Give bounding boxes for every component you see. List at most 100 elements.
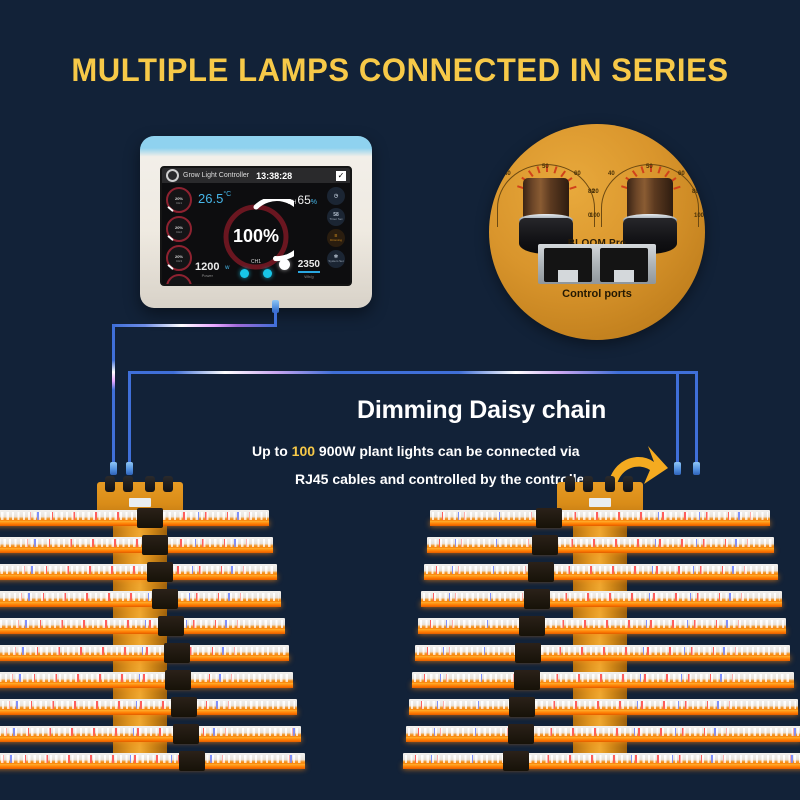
right-led-fixture <box>400 470 800 771</box>
led-bar <box>0 535 273 555</box>
knob-scale-number: 80 <box>588 189 595 195</box>
cable-segment <box>274 310 277 326</box>
control-ports-inset: 0 20 40 50 60 80 100 <box>489 124 705 340</box>
knob-scale-number: 20 <box>592 189 599 195</box>
knob-scale-number: 100 <box>590 213 601 219</box>
system-set-button[interactable]: ✻ System Set <box>327 250 345 268</box>
left-led-fixture <box>0 470 340 771</box>
system-set-label: System Set <box>328 259 344 264</box>
hub-connector <box>605 476 615 492</box>
left-knob[interactable]: 0 20 40 50 60 80 100 <box>489 162 600 258</box>
indicator-dot[interactable] <box>240 269 249 278</box>
gear-icon[interactable] <box>166 169 179 182</box>
timer-value: 58 <box>333 212 339 219</box>
cable-segment <box>676 374 679 468</box>
channel-dial[interactable]: 20%CH3 <box>166 245 192 271</box>
led-bar <box>409 697 798 717</box>
channel-dial[interactable]: 20%CH1 <box>166 187 192 213</box>
cable-segment <box>128 371 131 468</box>
dial-label: CH2 <box>175 229 182 234</box>
power-value: 1200 <box>195 261 220 273</box>
rj45-port[interactable] <box>544 248 592 282</box>
callout-line-2: RJ45 cables and controlled by the contro… <box>295 471 590 487</box>
led-bar <box>424 562 778 582</box>
channel-indicators[interactable] <box>240 269 272 278</box>
rj45-plug <box>110 462 117 475</box>
controller-screen[interactable]: Grow Light Controller 13:38:28 ✓ 20%CH1 … <box>160 166 352 286</box>
cable-segment <box>112 360 115 390</box>
rj45-port[interactable] <box>600 248 648 282</box>
led-bar <box>0 616 285 636</box>
port-plate <box>538 244 656 284</box>
knob-scale-number: 50 <box>542 164 549 170</box>
dial-value: 20% <box>174 282 183 286</box>
brand-label: BLOOM Pro <box>568 238 626 249</box>
hub-connector <box>565 476 575 492</box>
timer-label: Timer Set <box>329 217 343 222</box>
hub-connector <box>123 476 133 492</box>
hub-rj45-socket <box>129 498 151 507</box>
dial-value: 20% <box>174 195 183 201</box>
screen-header: Grow Light Controller 13:38:28 ✓ <box>162 168 350 184</box>
ring-percentage: 100% <box>232 226 280 247</box>
led-bar <box>0 670 293 690</box>
cable-segment <box>695 374 698 468</box>
energy-bar <box>297 271 320 273</box>
led-bar <box>0 643 289 663</box>
curved-arrow-icon <box>604 440 670 498</box>
knob-scale-number: 40 <box>504 171 511 177</box>
callout-line1-prefix: Up to <box>252 443 292 459</box>
cable-segment <box>128 371 698 374</box>
hub-rj45-socket <box>589 498 611 507</box>
knob-scale-number: 60 <box>678 171 685 177</box>
rj45-plug <box>272 300 279 313</box>
control-ports-label: Control ports <box>562 288 632 300</box>
channel-dial[interactable]: 20%CH4 <box>166 274 192 286</box>
led-bar <box>0 508 269 528</box>
knob-scale-number: 100 <box>694 213 705 219</box>
ring-handle[interactable] <box>279 258 290 270</box>
page-title: MULTIPLE LAMPS CONNECTED IN SERIES <box>71 52 729 88</box>
fixture-spine <box>113 516 167 766</box>
timer-set-button[interactable]: 58 Timer Set <box>327 208 345 226</box>
right-knob[interactable]: 0 20 40 50 60 80 100 <box>588 162 704 258</box>
channel-dial[interactable]: 20%CH2 <box>166 216 192 242</box>
led-bar <box>427 535 774 555</box>
power-readout: 1200 Power w <box>195 261 229 278</box>
knob-scale-number: 60 <box>574 171 581 177</box>
knob-scale-number: 50 <box>646 164 653 170</box>
rj45-plug <box>126 462 133 475</box>
power-label: Power <box>201 273 213 278</box>
dial-value: 20% <box>174 224 183 230</box>
knob-scale-number: 40 <box>608 171 615 177</box>
dimming-button[interactable]: ≡ Dimming <box>327 229 345 247</box>
cable-segment <box>112 324 115 376</box>
hub-connector <box>105 476 115 492</box>
grow-light-controller: Grow Light Controller 13:38:28 ✓ 20%CH1 … <box>140 136 372 308</box>
check-icon[interactable]: ✓ <box>336 170 346 181</box>
callout-line-1: Up to 100 900W plant lights can be conne… <box>252 443 580 459</box>
channel-dials: 20%CH1 20%CH2 20%CH3 20%CH4 <box>166 187 192 286</box>
temperature-unit: °C <box>223 191 232 198</box>
led-bar <box>0 751 305 771</box>
hub-connector <box>583 476 593 492</box>
humidity-value: 65 <box>297 193 311 207</box>
hub-connector <box>623 476 633 492</box>
rj45-plug <box>674 462 681 475</box>
dimming-label: Dimming <box>330 238 342 243</box>
indicator-dot[interactable] <box>263 269 272 278</box>
screen-side-buttons: ◷ 58 Timer Set ≡ Dimming ✻ System Set <box>327 187 347 271</box>
led-bar <box>403 751 800 771</box>
dimming-icon: ≡ <box>334 233 338 240</box>
led-bar <box>0 697 297 717</box>
clock-icon[interactable]: ◷ <box>327 187 345 205</box>
hub-connector <box>163 476 173 492</box>
callout-highlight-count: 100 <box>291 443 316 459</box>
led-bar <box>430 508 770 528</box>
knob-scale-number: 80 <box>692 189 699 195</box>
system-set-icon: ✻ <box>333 254 339 261</box>
rj45-plug <box>693 462 700 475</box>
cable-segment <box>112 324 277 327</box>
knob-scale-number: 20 <box>489 189 495 195</box>
